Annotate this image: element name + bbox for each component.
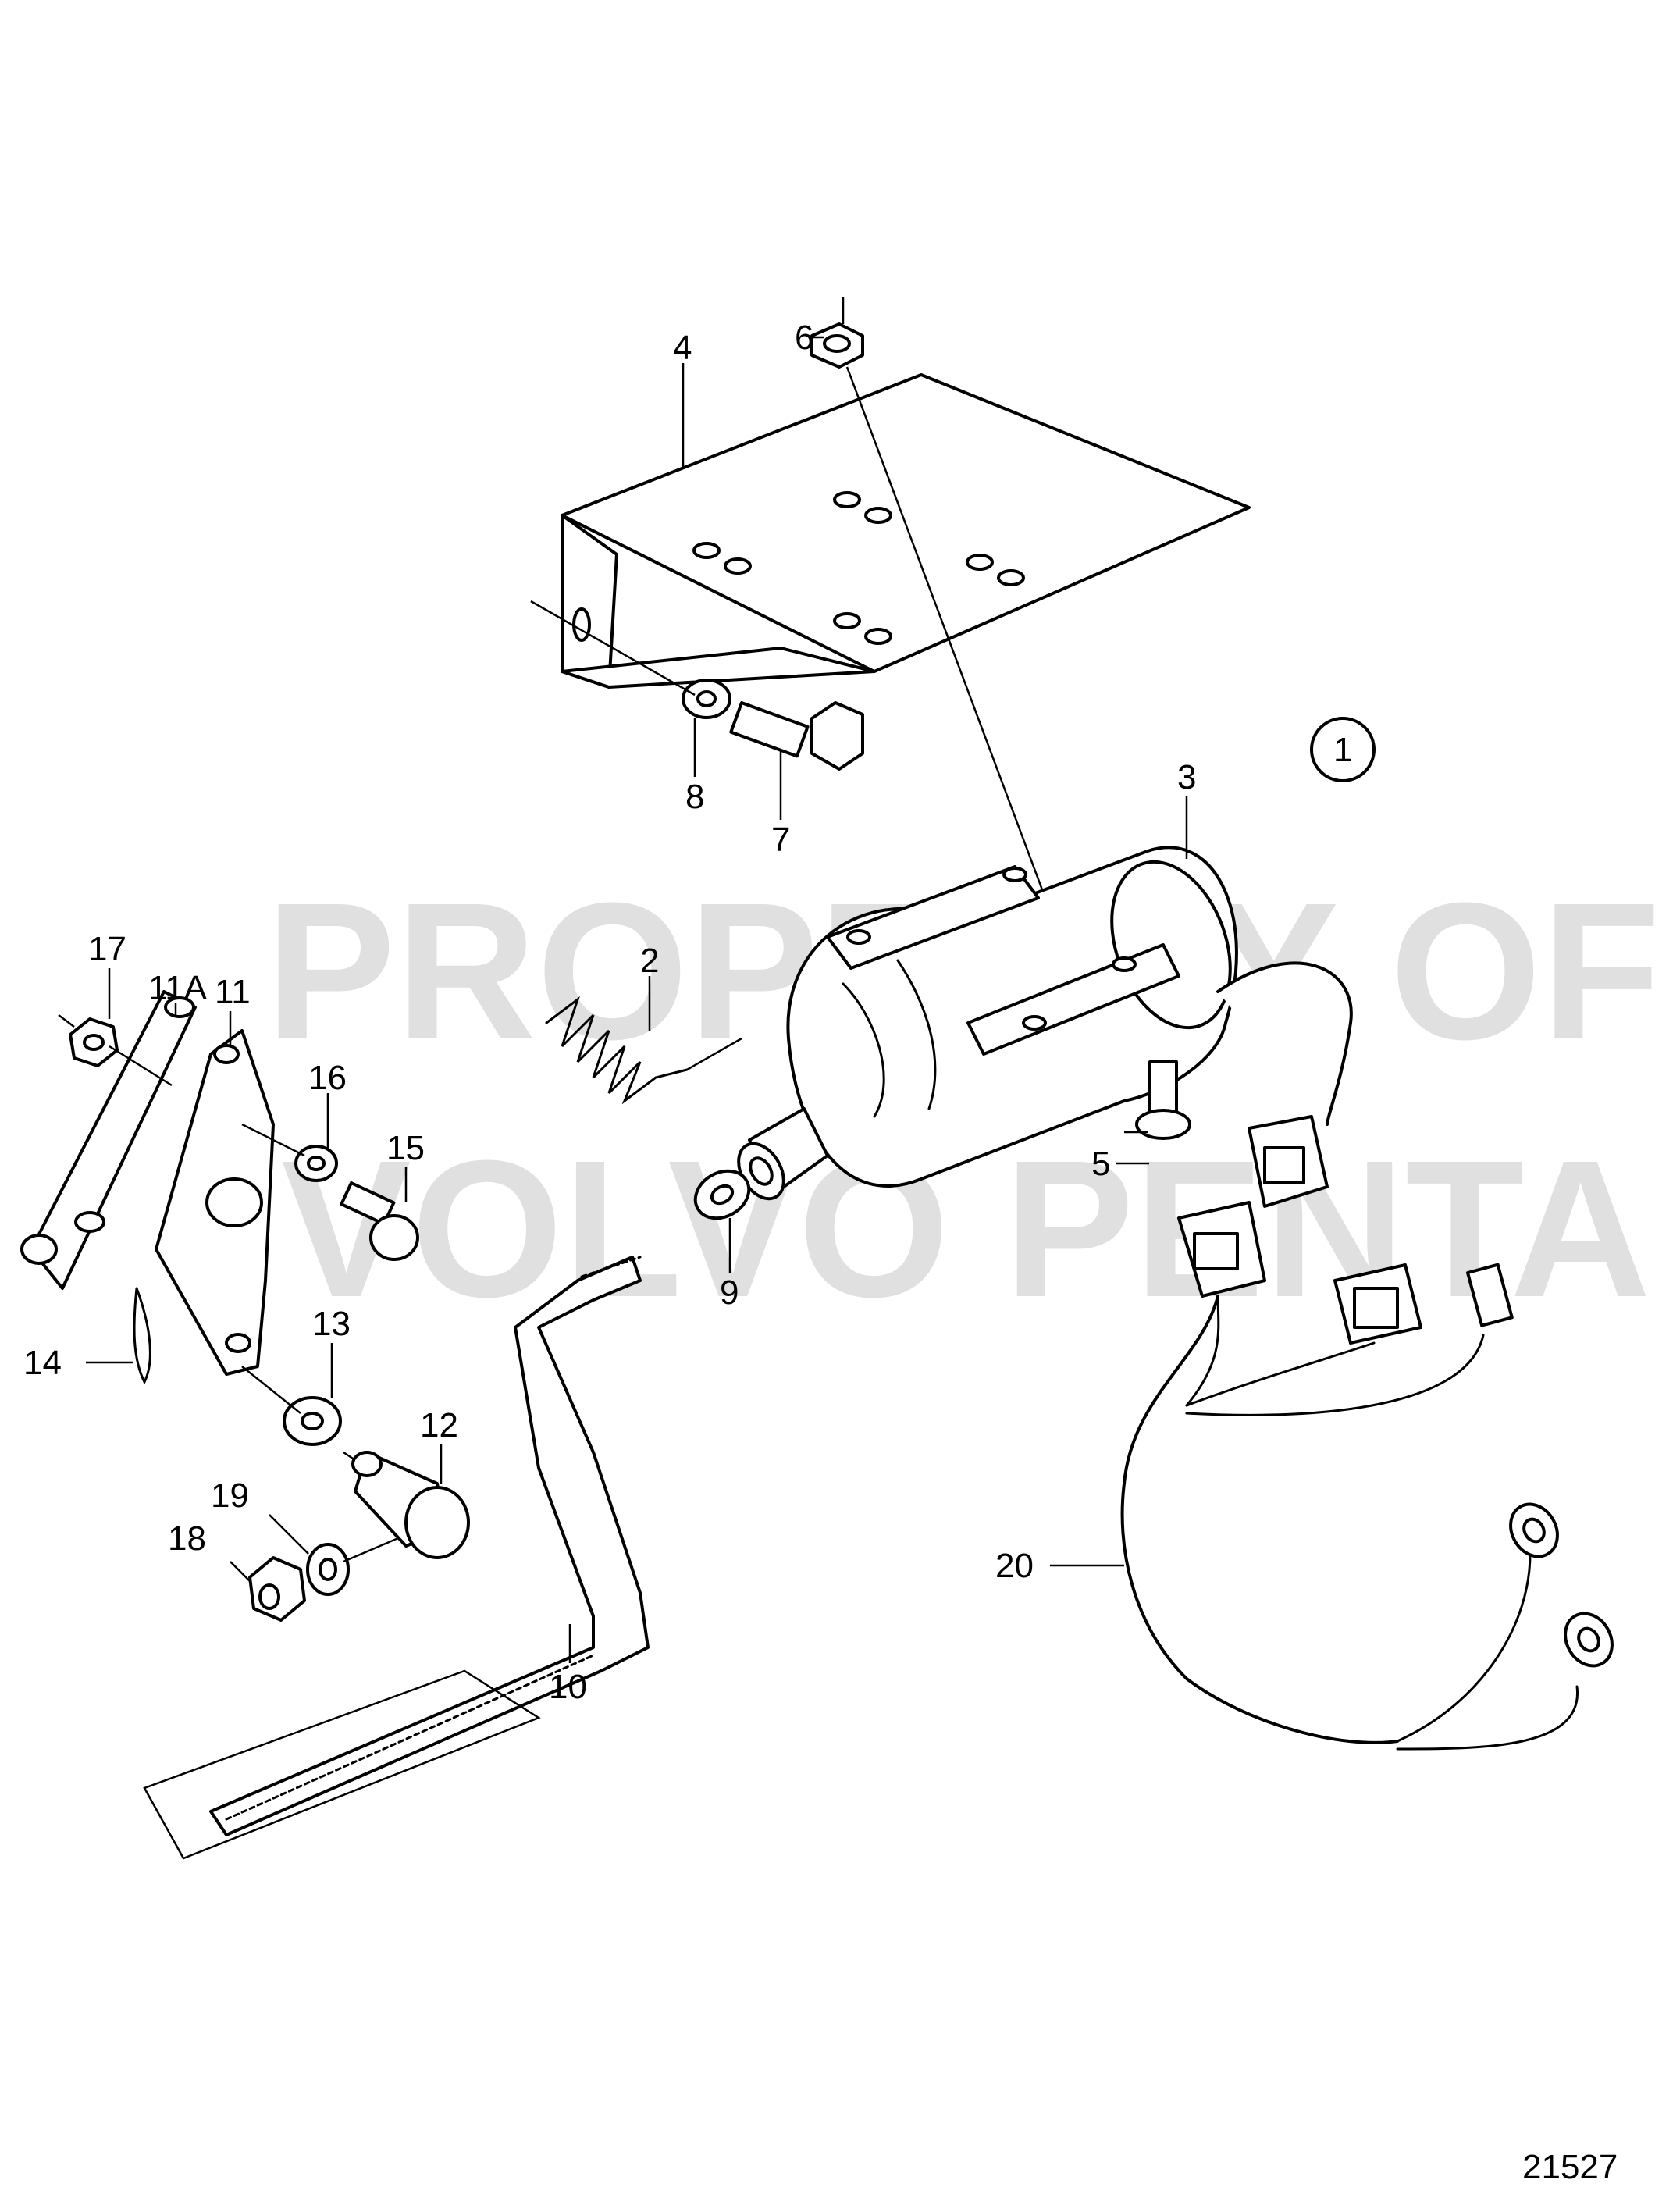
callout-3: 3 [1177,758,1196,796]
washer-8 [530,600,731,719]
bolt-7 [729,700,864,771]
nut-9 [693,1169,751,1220]
callout-15: 15 [386,1129,425,1167]
control-rod [143,1256,650,1860]
callout-11: 11 [215,973,251,1011]
bracket-holes [572,491,1025,645]
wiring-harness [1120,961,1614,1751]
callout-17: 17 [88,930,126,968]
lever-plate-11 [155,1029,275,1376]
washer-13 [241,1366,342,1446]
group-marker-label: 1 [1333,731,1352,769]
callout-19: 19 [211,1476,249,1515]
callout-20: 20 [995,1547,1034,1585]
mounting-bracket [561,373,1251,689]
callout-10: 10 [549,1668,587,1706]
nut-17 [58,1014,173,1087]
callout-7: 7 [771,821,790,859]
washer-19 [306,1537,399,1596]
callout-11a: 11A [148,969,208,1007]
callout-14: 14 [23,1344,62,1382]
drawing-number: 21527 [1522,2148,1618,2186]
callout-5: 5 [1091,1145,1110,1183]
callout-9: 9 [720,1273,739,1312]
ball-joint-12 [343,1451,470,1559]
ring-terminal-2 [1564,1612,1614,1668]
group-marker: 1 [1310,717,1376,782]
callout-2: 2 [640,942,659,980]
connector-c [1333,1263,1422,1345]
ring-terminal-1 [1509,1502,1559,1558]
callout-16: 16 [308,1059,347,1097]
connector-b [1177,1201,1266,1298]
flange-nut [810,297,1079,985]
callout-4: 4 [673,329,692,367]
lever-11a [20,990,197,1290]
washer-16 [241,1123,338,1182]
bolt-5 [1124,1060,1191,1140]
connector-a [1248,1115,1329,1208]
callout-12: 12 [420,1406,458,1444]
callout-8: 8 [685,778,704,816]
nut-18 [248,1556,306,1622]
stop-solenoid [737,846,1238,1201]
leader-lines [86,336,1188,1663]
callout-6: 6 [795,319,813,357]
bolt-15 [340,1181,419,1261]
connector-d [1466,1263,1514,1327]
return-spring [545,996,742,1105]
callout-18: 18 [168,1519,206,1558]
cotter-pin [133,1287,151,1385]
callout-labels: 2 3 4 5 6 7 8 9 10 11 11A 12 13 14 15 16… [23,319,1196,1706]
callout-13: 13 [312,1305,351,1343]
